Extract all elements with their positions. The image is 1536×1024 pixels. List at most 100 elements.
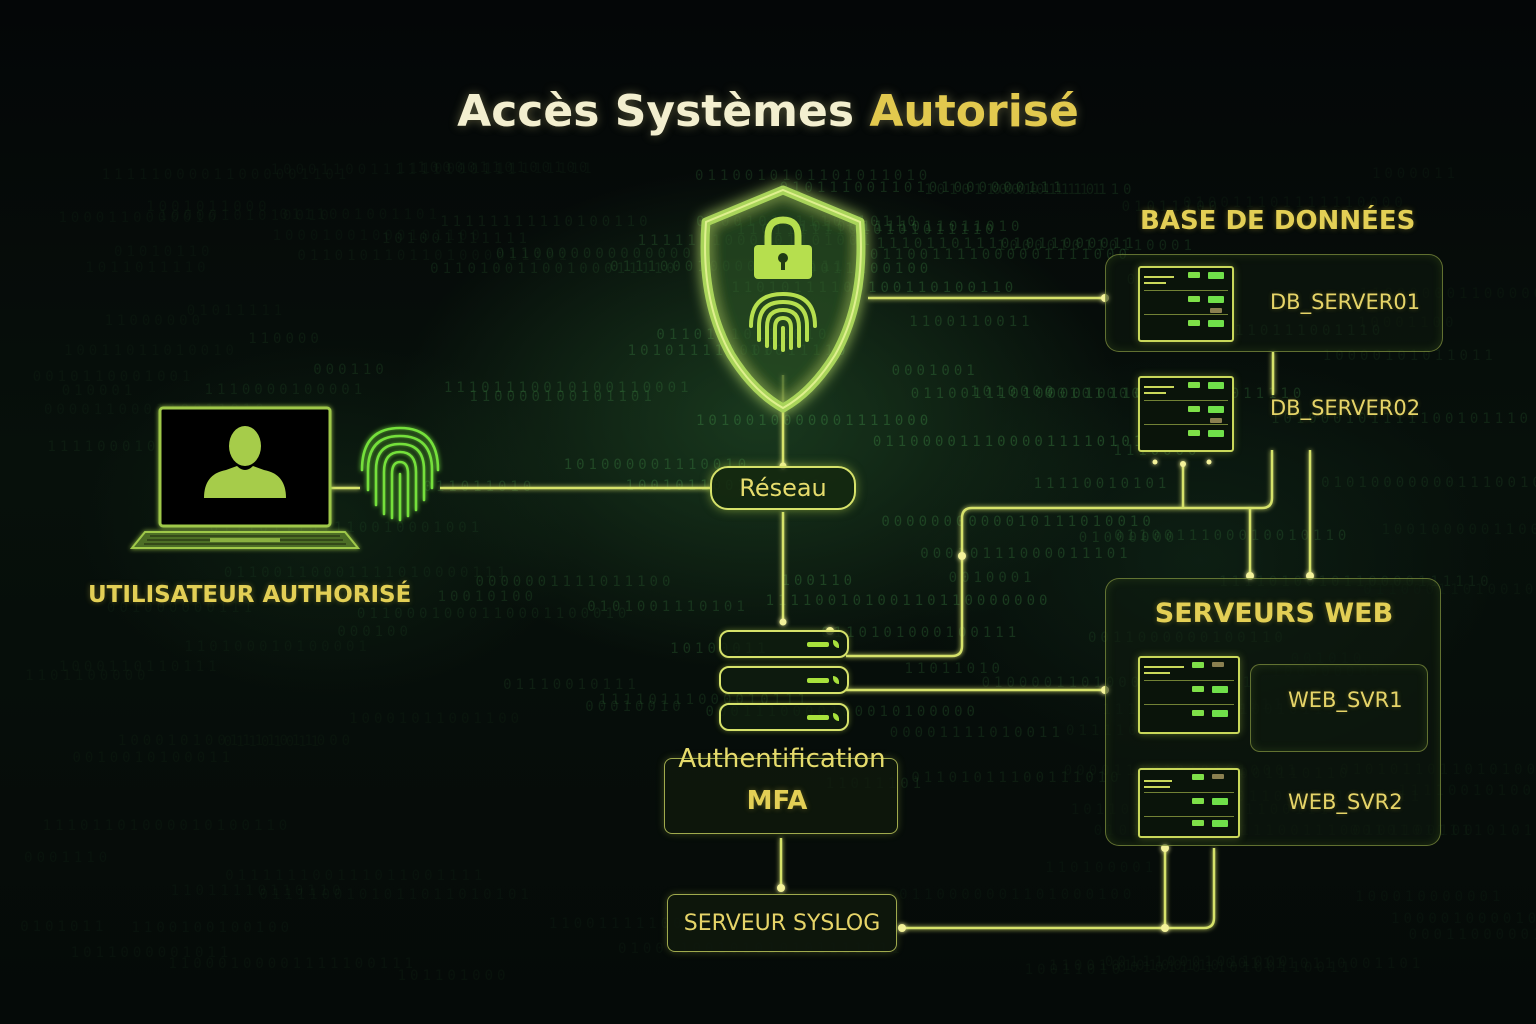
mfa-title: Authentification (678, 744, 886, 774)
db-server-02-name: DB_SERVER02 (1270, 396, 1421, 420)
binary-digits: 000110 (313, 361, 388, 378)
binary-digits: 0110011100010010110 (1114, 527, 1351, 544)
syslog-label: SERVEUR SYSLOG (683, 911, 881, 936)
syslog-node[interactable]: SERVEUR SYSLOG (667, 894, 897, 952)
binary-digits: 10001001000101100 (272, 228, 484, 245)
mfa-subtitle: MFA (746, 786, 808, 816)
binary-digits: 110011111000 (548, 916, 699, 933)
server-rack-unit (719, 703, 849, 731)
database-heading: BASE DE DONNÉES (1140, 206, 1416, 236)
binary-digits: 111011011101011000011 (876, 236, 1138, 253)
binary-digits: 11011110110110 (170, 883, 345, 900)
binary-digits: 1010000 (970, 383, 1058, 400)
binary-digits: 01100110001111010000111 (223, 565, 510, 582)
binary-digits: 000011111 (992, 181, 1105, 198)
web-svr1-icon (1138, 656, 1240, 734)
binary-digits: 0110000001101000100 (899, 887, 1136, 904)
binary-digits: 10010000011001101101 (1381, 522, 1536, 539)
fingerprint-icon (360, 426, 440, 522)
binary-digits: 1011011110 (85, 260, 210, 277)
binary-digits: 110100001 (1045, 860, 1158, 877)
binary-digits: 10011010 (1024, 962, 1125, 979)
binary-digits: 01110010111 (503, 676, 640, 693)
web-svr2-name: WEB_SVR2 (1288, 790, 1403, 814)
binary-digits: 1110000100001 (204, 381, 367, 398)
user-avatar-icon (204, 426, 286, 498)
binary-digits: 0001110 (24, 850, 112, 867)
binary-digits: 01010110 (114, 243, 214, 260)
network-label: Réseau (739, 474, 827, 502)
web-heading: SERVEURS WEB (1154, 598, 1394, 629)
binary-digits: 11000000 (104, 313, 205, 330)
binary-digits: 10000110100100 (417, 160, 592, 177)
binary-digits: 0110101000100111 (821, 624, 1021, 641)
binary-digits: 1100100100100 (131, 919, 294, 936)
binary-digits: 00010010 (585, 699, 685, 716)
db-server-01-name: DB_SERVER01 (1270, 290, 1421, 314)
binary-digits: 110000 (248, 331, 323, 348)
server-rack-unit (719, 666, 849, 694)
mfa-node[interactable] (664, 758, 898, 834)
binary-digits: 1001011000 (146, 199, 271, 216)
binary-digits: 11111000011000001101 (101, 167, 351, 184)
binary-digits: 01011111 (186, 302, 287, 319)
title-accent: Autorisé (869, 86, 1079, 137)
binary-digits: 1000010110110001 (997, 238, 1196, 255)
binary-digits: 011111100111011001111 (225, 868, 487, 885)
binary-digits: 0000000000010111010010 (881, 513, 1155, 530)
binary-digits: 0110010101101011010 (695, 167, 932, 184)
binary-digits: 100001000010001010 (1391, 910, 1536, 927)
binary-digits: 0010110001001 (32, 369, 195, 386)
lock-icon (754, 216, 812, 279)
binary-digits: 10000101010010 (158, 207, 333, 224)
web-svr1-name: WEB_SVR1 (1288, 688, 1403, 712)
web-svr2-icon (1138, 768, 1240, 838)
binary-digits: 1110011111111111 (396, 161, 596, 178)
binary-digits: 1000011 (1371, 166, 1459, 183)
binary-digits: 0110001000110001100010 (356, 605, 631, 622)
binary-digits: 10001011001100 (349, 711, 524, 727)
binary-digits: 11110010101 (1033, 476, 1171, 493)
title-main: Accès Systèmes (457, 86, 855, 137)
binary-digits: 0110000000000000 (495, 245, 695, 262)
binary-digits: 110100010100001 (184, 639, 371, 656)
db-server-01-icon (1138, 266, 1234, 342)
binary-digits: 100110 (781, 573, 857, 590)
binary-digits: 1011001111000001111000 (857, 246, 1131, 263)
binary-digits: 01011100 (1121, 198, 1222, 215)
user-label: UTILISATEUR AUTHORISÉ (88, 582, 412, 608)
db-server-02-icon (1138, 376, 1234, 452)
binary-digits: 00001111010011 (889, 724, 1064, 741)
laptop-icon (129, 406, 361, 549)
binary-digits: 0010010100011 (72, 750, 235, 767)
binary-digits: 11110010100110110000000 (765, 593, 1052, 610)
binary-digits: 01011100110101000000111 (779, 180, 1066, 197)
binary-digits: 101001111111 (381, 230, 531, 247)
binary-digits: 101000101111100101110 (1270, 410, 1532, 427)
binary-digits: 11001010100110 (1049, 957, 1224, 974)
binary-digits: 01101011100111010 (911, 770, 1123, 787)
fingerprint-shield-icon (749, 291, 817, 352)
web-svr1-panel[interactable] (1250, 664, 1428, 752)
binary-digits: 01100001110000111101011 (872, 433, 1159, 450)
binary-digits: 000100 (337, 623, 412, 640)
binary-digits: 0010110110100110011 (1117, 959, 1354, 976)
binary-digits: 0001001 (891, 363, 979, 380)
binary-digits: 000110000010 (1408, 927, 1536, 944)
binary-digits: 11000100001111100111 (168, 955, 417, 972)
binary-digits: 100010000001 (1355, 888, 1505, 905)
binary-digits: 0111100101011011010101 (259, 886, 533, 903)
wire-web-syslog (902, 848, 1216, 930)
server-rack-unit (719, 630, 849, 658)
binary-digits: 10001100111111100111 (270, 162, 520, 179)
binary-digits: 1000101001111011000 (117, 733, 355, 750)
network-node[interactable]: Réseau (710, 466, 856, 510)
binary-digits: 0011110110001101 (1225, 955, 1425, 972)
binary-digits: 010100000001110010 (1321, 474, 1536, 491)
binary-digits: 1000110000010 (58, 209, 221, 226)
page-title: Accès Systèmes Autorisé (0, 86, 1536, 137)
binary-digits: 1101100000 (25, 668, 150, 685)
binary-digits: 1000110110111 (59, 659, 221, 676)
binary-digits: 1011000001011 (70, 945, 233, 962)
